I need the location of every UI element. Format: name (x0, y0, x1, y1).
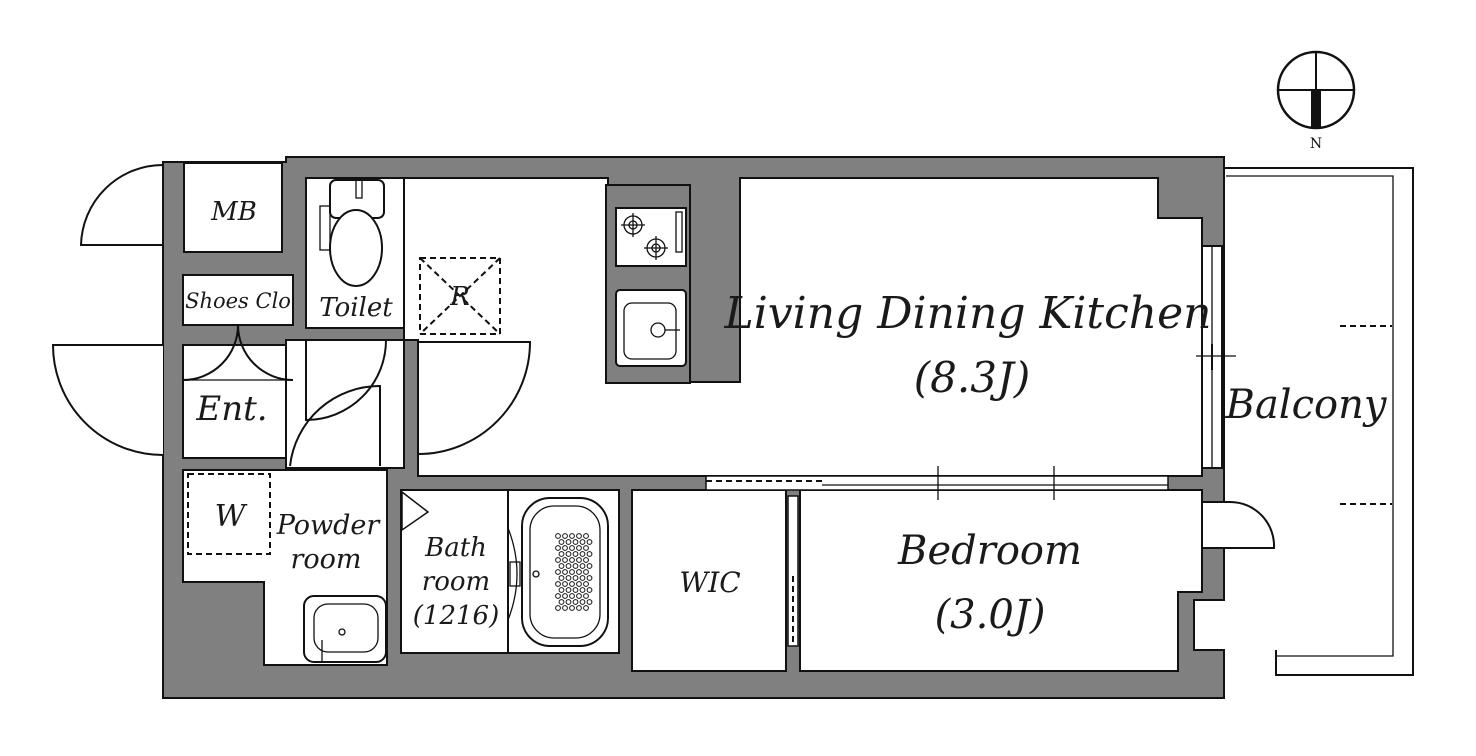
ldk-balcony-window (1196, 245, 1236, 469)
washbasin-icon (303, 595, 387, 663)
wic-sliding-door (787, 495, 799, 647)
north-compass-icon (1276, 50, 1356, 130)
toilet-door[interactable] (305, 339, 388, 422)
washer-space (187, 473, 271, 555)
label-ldk-size: (8.3J) (914, 353, 1030, 402)
mb-door[interactable] (79, 163, 164, 246)
label-refrigerator: R (449, 282, 470, 312)
bedroom-room (799, 489, 1203, 672)
refrigerator-space (419, 257, 501, 335)
label-shoes-closet: Shoes Clo (185, 289, 291, 313)
label-bedroom-size: (3.0J) (935, 592, 1046, 638)
label-powder-2: room (290, 544, 361, 575)
mb-closet (183, 162, 283, 253)
bathtub-icon (507, 490, 609, 653)
label-washer: W (215, 499, 248, 534)
wic-room (631, 489, 787, 672)
balcony-area (1224, 167, 1414, 676)
label-toilet: Toilet (319, 293, 393, 323)
burner-icon (621, 211, 683, 260)
label-bath-1: Bath (424, 533, 487, 563)
label-bath-size: (1216) (413, 601, 499, 631)
shoes-closet-doors[interactable] (182, 324, 294, 381)
label-wic: WIC (679, 566, 740, 599)
label-bath-2: room (422, 567, 490, 597)
label-entrance: Ent. (195, 389, 267, 429)
label-balcony: Balcony (1225, 382, 1388, 428)
label-powder-1: Powder (276, 510, 382, 541)
kitchen-sink-bowl (623, 302, 677, 360)
label-mb: MB (210, 197, 257, 227)
front-door[interactable] (51, 344, 164, 456)
bedroom-sliding-door (705, 466, 1169, 500)
label-bedroom: Bedroom (897, 528, 1082, 574)
bath-door-icon[interactable] (401, 490, 430, 532)
label-ldk: Living Dining Kitchen (724, 288, 1212, 339)
balcony-door[interactable] (1201, 500, 1276, 549)
hall-door[interactable] (417, 341, 532, 456)
powder-door[interactable] (289, 384, 381, 467)
toilet-icon (319, 179, 385, 287)
compass-label: N (1310, 136, 1322, 152)
